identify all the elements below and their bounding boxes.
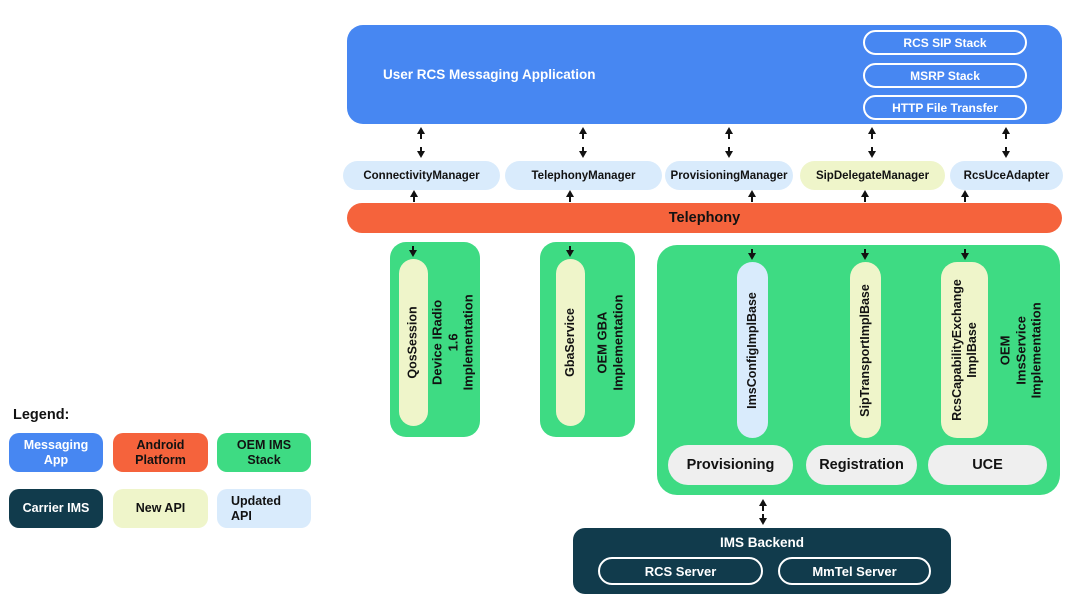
provisioning-pill: Provisioning [668, 445, 793, 485]
arrow-up-icon [566, 190, 574, 202]
arrow-up-icon [748, 190, 756, 202]
rcs-server-pill: RCS Server [598, 557, 763, 585]
app-title: User RCS Messaging Application [383, 67, 596, 82]
arrow-down-icon [417, 146, 425, 158]
oem-gba-box [540, 242, 635, 437]
arrow-down-icon [579, 146, 587, 158]
arrow-up-icon [725, 127, 733, 139]
user-rcs-app-box: User RCS Messaging Application RCS SIP S… [347, 25, 1062, 124]
arrow-up-icon [961, 190, 969, 202]
arrow-down-icon [961, 248, 969, 260]
ims-config-impl-base-pill: ImsConfigImplBase [737, 262, 768, 438]
arrow-up-icon [1002, 127, 1010, 139]
ims-backend-box: IMS Backend RCS Server MmTel Server [573, 528, 951, 594]
legend-oem-ims-stack: OEM IMS Stack [217, 433, 311, 472]
rcs-sip-stack-pill: RCS SIP Stack [863, 30, 1027, 55]
arrow-down-icon [748, 248, 756, 260]
rcs-capability-exchange-impl-base-pill: RcsCapabilityExchange ImplBase [941, 262, 988, 438]
registration-pill: Registration [806, 445, 917, 485]
arrow-down-icon [868, 146, 876, 158]
manager-rcs-uce-adapter: RcsUceAdapter [950, 161, 1063, 190]
qos-session-pill: QosSession [399, 259, 428, 426]
sip-transport-impl-base-pill: SipTransportImplBase [850, 262, 881, 438]
gba-service-pill: GbaService [556, 259, 585, 426]
arrow-up-icon [861, 190, 869, 202]
ims-backend-title: IMS Backend [719, 535, 805, 550]
manager-telephony-manager: TelephonyManager [505, 161, 662, 190]
oem-ims-service-impl-label: OEM ImsService Implementation [997, 301, 1044, 399]
arrow-up-icon [417, 127, 425, 139]
arrow-down-icon [409, 245, 417, 257]
arrow-up-icon [759, 499, 767, 511]
http-file-transfer-pill: HTTP File Transfer [863, 95, 1027, 120]
telephony-bar: Telephony [347, 203, 1062, 233]
arrow-up-icon [868, 127, 876, 139]
uce-pill: UCE [928, 445, 1047, 485]
arrow-up-icon [579, 127, 587, 139]
arrow-down-icon [861, 248, 869, 260]
legend-title: Legend: [13, 407, 70, 423]
arrow-up-icon [410, 190, 418, 202]
legend-messaging-app: Messaging App [9, 433, 103, 472]
legend-new-api: New API [113, 489, 208, 528]
device-iradio-impl-label: Device IRadio 1.6 Implementation [429, 294, 476, 391]
legend-android-platform: Android Platform [113, 433, 208, 472]
legend-carrier-ims: Carrier IMS [9, 489, 103, 528]
manager-provisioning-manager: ProvisioningManager [665, 161, 793, 190]
mmtel-server-pill: MmTel Server [778, 557, 931, 585]
legend-updated-api: Updated API [217, 489, 311, 528]
oem-gba-impl-label: OEM GBA Implementation [594, 294, 626, 391]
manager-sip-delegate-manager: SipDelegateManager [800, 161, 945, 190]
arrow-down-icon [725, 146, 733, 158]
msrp-stack-pill: MSRP Stack [863, 63, 1027, 88]
arrow-down-icon [566, 245, 574, 257]
manager-connectivity-manager: ConnectivityManager [343, 161, 500, 190]
arrow-down-icon [759, 513, 767, 525]
arrow-down-icon [1002, 146, 1010, 158]
